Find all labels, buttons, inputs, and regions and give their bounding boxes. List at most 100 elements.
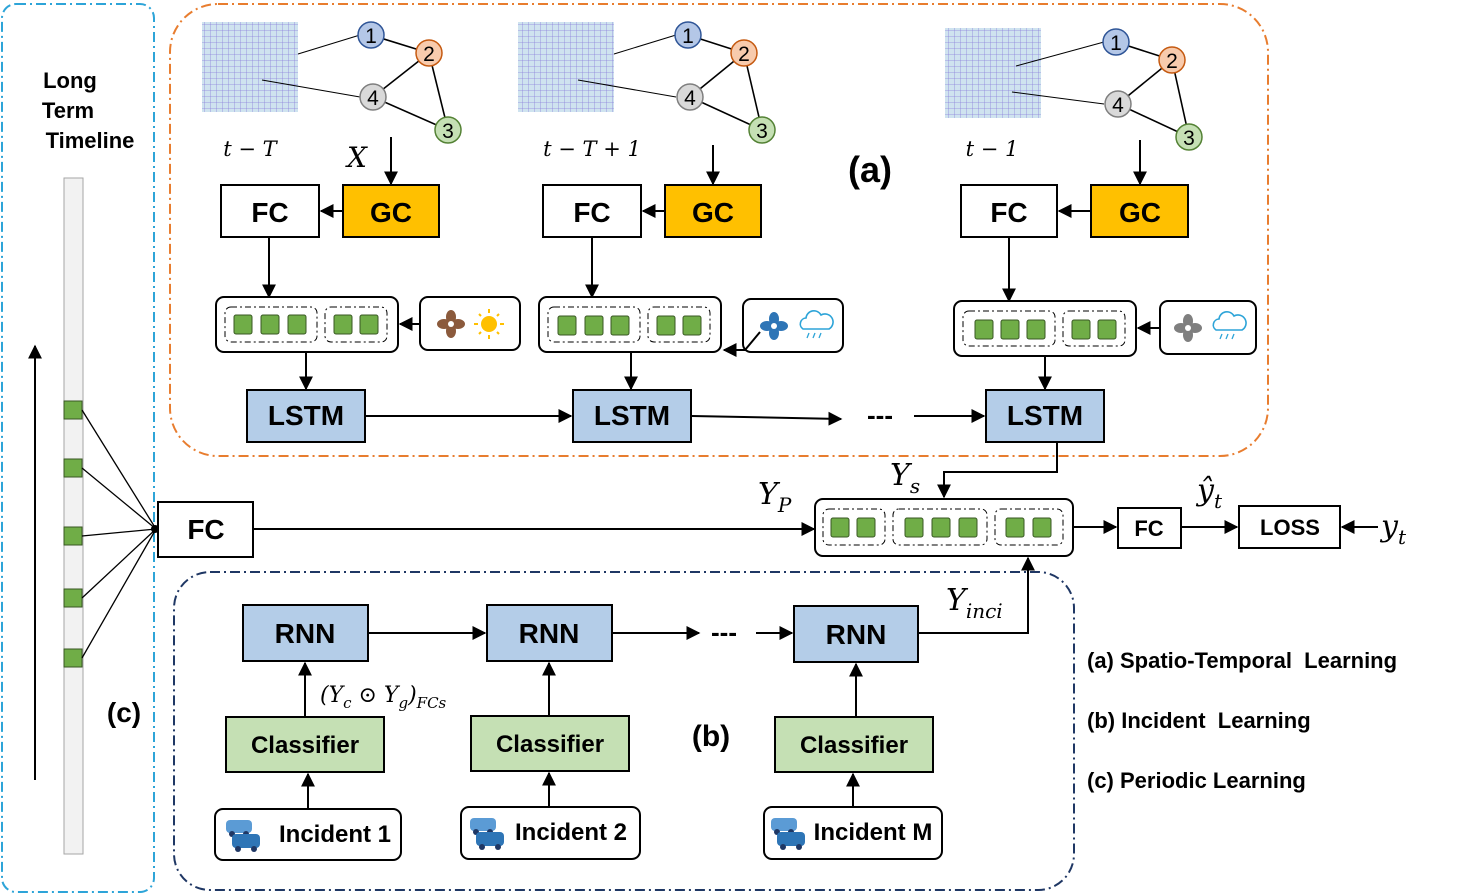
yinci-arrow bbox=[918, 556, 1035, 634]
weather-block bbox=[742, 298, 844, 353]
graph-node-1 bbox=[357, 21, 385, 49]
graph-node-label: 1 bbox=[682, 25, 694, 48]
road-map-grid bbox=[945, 28, 1041, 118]
lstm-ellipsis: --- bbox=[867, 400, 893, 430]
legend-item: (a) Spatio-Temporal Learning bbox=[1087, 648, 1397, 673]
rain-cloud-icon bbox=[1212, 311, 1247, 340]
graph-node-2 bbox=[1158, 46, 1186, 74]
incident-block bbox=[214, 808, 402, 861]
timeline-bar bbox=[63, 177, 84, 855]
rnn-ellipsis: --- bbox=[711, 617, 737, 647]
timeline-sample bbox=[63, 526, 83, 546]
graph-node-1 bbox=[1102, 28, 1130, 56]
graph-node-label: 1 bbox=[1110, 32, 1122, 55]
graph-node-2 bbox=[730, 39, 758, 67]
rnn-block bbox=[793, 605, 919, 663]
car-crash-icon bbox=[470, 818, 504, 850]
incident-block bbox=[763, 806, 943, 860]
fan-icon bbox=[760, 312, 788, 340]
incident-label: Incident 2 bbox=[515, 819, 627, 846]
timeline-samples bbox=[63, 400, 83, 668]
concat-block bbox=[215, 296, 399, 353]
classifier-block bbox=[470, 715, 630, 772]
incident-label: Incident 1 bbox=[279, 821, 391, 848]
feature-cell bbox=[656, 315, 676, 336]
graph-node-3 bbox=[748, 116, 776, 144]
feature-cell bbox=[931, 517, 951, 538]
classifier-block bbox=[774, 716, 934, 773]
graph-node-3 bbox=[1175, 123, 1203, 151]
graph-node-label: 2 bbox=[738, 43, 750, 66]
timeline-sample bbox=[63, 400, 83, 420]
classifier-formula: (Yc ⊙ Yg)FCs bbox=[320, 683, 447, 712]
gc-block bbox=[1090, 184, 1189, 238]
car-crash-icon bbox=[226, 820, 260, 852]
periodic-fc-label: FC bbox=[187, 514, 224, 545]
loss-block bbox=[1238, 505, 1341, 549]
road-map-grid bbox=[518, 22, 614, 112]
incident-block bbox=[460, 806, 641, 860]
classifier-label: Classifier bbox=[251, 732, 359, 759]
feature-cell bbox=[260, 314, 280, 335]
feature-cell bbox=[610, 315, 630, 336]
graph-node-4 bbox=[359, 83, 387, 111]
fan-icon bbox=[1174, 314, 1202, 342]
graph-node-3 bbox=[434, 116, 462, 144]
gc-block bbox=[342, 184, 440, 238]
fc-block bbox=[542, 184, 642, 238]
gc-label: GC bbox=[1119, 197, 1161, 228]
spatio-temporal-label: (a) bbox=[848, 149, 892, 190]
feature-cell bbox=[1097, 319, 1117, 340]
feature-cell bbox=[974, 319, 994, 340]
incident-label: Incident M bbox=[814, 819, 933, 846]
graph-node-4 bbox=[1104, 90, 1132, 118]
timeline-sample bbox=[63, 588, 83, 608]
feature-cell bbox=[1005, 517, 1025, 538]
feature-cell bbox=[287, 314, 307, 335]
periodic-label: (c) bbox=[107, 697, 141, 728]
time-label: t − T + 1 bbox=[543, 137, 641, 161]
st-column-2: 1 2 4 3 t − T + 1 GC FC bbox=[518, 21, 844, 443]
legend-item: (b) Incident Learning bbox=[1087, 708, 1311, 733]
graph-node-label: 3 bbox=[756, 120, 768, 143]
fc-block bbox=[960, 184, 1058, 238]
lstm-label: LSTM bbox=[268, 400, 344, 431]
ys-arrow bbox=[937, 443, 1058, 499]
input-x-label: X bbox=[345, 141, 368, 174]
feature-cell bbox=[1071, 319, 1091, 340]
fc-block bbox=[220, 184, 320, 238]
ground-truth-label: yt bbox=[1379, 509, 1407, 549]
output-fc-label: FC bbox=[1134, 516, 1163, 541]
timeline-sample bbox=[63, 648, 83, 668]
rnn-label: RNN bbox=[519, 618, 580, 649]
rain-cloud-icon bbox=[799, 310, 834, 339]
time-label: t − T bbox=[223, 137, 278, 161]
graph-node-label: 2 bbox=[1166, 50, 1178, 73]
car-crash-icon bbox=[771, 818, 805, 850]
graph-node-label: 4 bbox=[1112, 94, 1124, 117]
timeline-title-line3: Timeline bbox=[46, 128, 135, 153]
incident-learning-label: (b) bbox=[692, 720, 730, 753]
gc-label: GC bbox=[692, 197, 734, 228]
classifier-block bbox=[225, 716, 385, 773]
feature-cell bbox=[1000, 319, 1020, 340]
incident-learning-region bbox=[173, 571, 1075, 891]
lstm-block bbox=[985, 389, 1105, 443]
fc-label: FC bbox=[573, 197, 610, 228]
concat-block bbox=[538, 296, 722, 353]
feature-cell bbox=[1026, 319, 1046, 340]
rnn-block bbox=[242, 604, 369, 662]
classifier-label: Classifier bbox=[800, 732, 908, 759]
feature-cell bbox=[333, 314, 353, 335]
feature-cell bbox=[958, 517, 978, 538]
time-label: t − 1 bbox=[966, 137, 1019, 161]
feature-cell bbox=[233, 314, 253, 335]
output-fc-block bbox=[1117, 507, 1182, 549]
fan-icon bbox=[437, 310, 465, 338]
graph-node-label: 3 bbox=[1183, 127, 1195, 150]
feature-cell bbox=[1032, 517, 1052, 538]
legend-item: (c) Periodic Learning bbox=[1087, 768, 1306, 793]
lstm-chain-arrow bbox=[691, 411, 843, 426]
rnn-label: RNN bbox=[275, 618, 336, 649]
